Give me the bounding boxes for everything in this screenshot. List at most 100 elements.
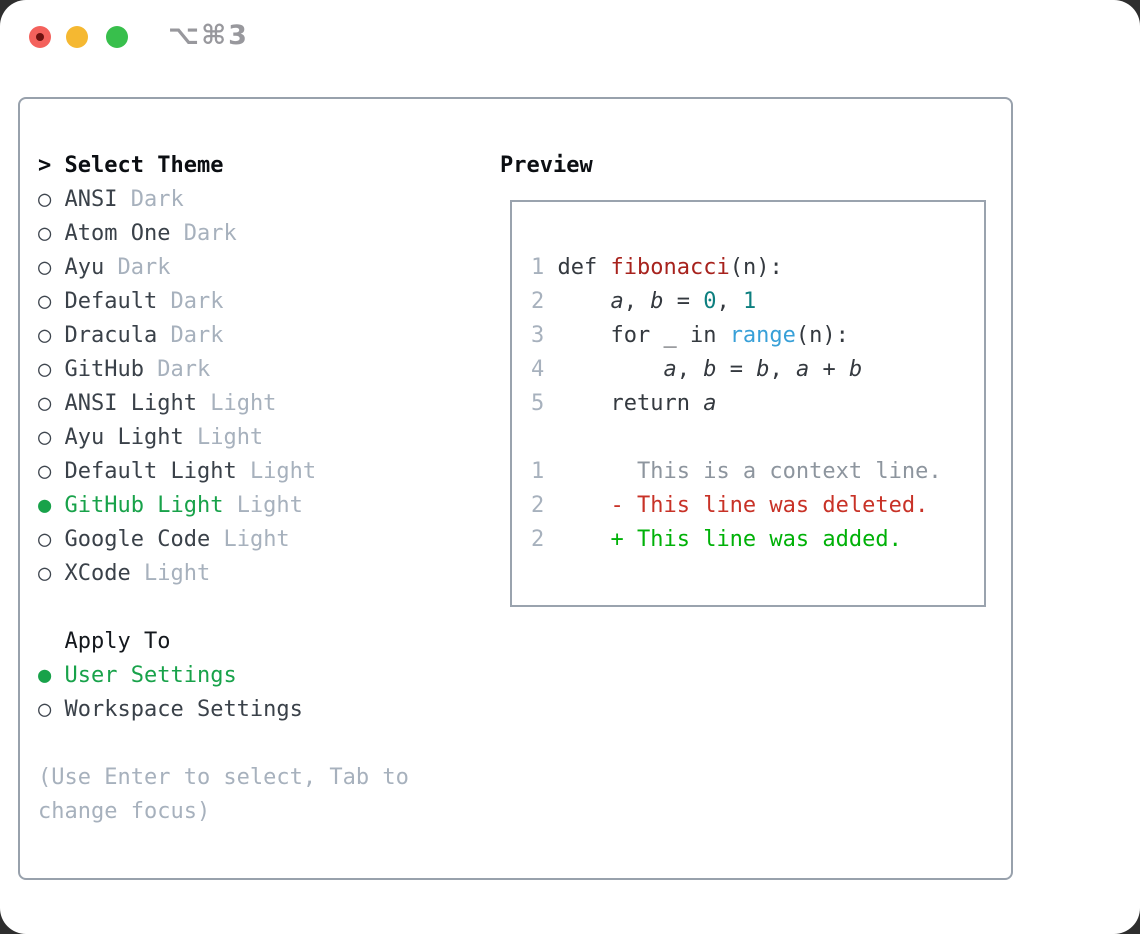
theme-option-github[interactable]: ○ GitHub Dark	[38, 353, 482, 387]
radio-selected-icon: ●	[38, 663, 65, 688]
theme-name: GitHub	[64, 357, 158, 382]
apply-option-workspace-settings[interactable]: ○ Workspace Settings	[38, 693, 482, 727]
token-var: b	[650, 289, 664, 314]
code-line: 1 def fibonacci(n):	[531, 251, 984, 285]
radio-icon: ○	[38, 289, 65, 314]
theme-picker-panel: > Select Theme ○ ANSI Dark○ Atom One Dar…	[18, 97, 1013, 880]
apply-to-header-label: Apply To	[64, 629, 171, 654]
token: return	[557, 391, 704, 416]
theme-name: Default Light	[64, 459, 250, 484]
apply-option-user-settings[interactable]: ● User Settings	[38, 659, 482, 693]
theme-variant-tag: Light	[223, 527, 290, 552]
radio-icon: ○	[38, 527, 65, 552]
radio-icon: ○	[38, 255, 65, 280]
token-ctx: This is a context line.	[557, 459, 942, 484]
token: =	[716, 357, 757, 382]
theme-name: Ayu	[64, 255, 118, 280]
token	[558, 289, 611, 314]
token-add: + This line was added.	[557, 527, 902, 552]
preview-header: Preview	[500, 149, 986, 183]
theme-variant-tag: Dark	[170, 323, 224, 348]
close-button[interactable]	[29, 26, 51, 48]
theme-option-default[interactable]: ○ Default Dark	[38, 285, 482, 319]
theme-variant-tag: Light	[236, 493, 303, 518]
help-text: (Use Enter to select, Tab to change focu…	[38, 765, 409, 824]
theme-option-default-light[interactable]: ○ Default Light Light	[38, 455, 482, 489]
token	[558, 357, 664, 382]
code-line: 4 a, b = b, a + b	[531, 353, 984, 387]
theme-variant-tag: Light	[143, 561, 211, 586]
code-line: 5 return a	[531, 387, 984, 421]
theme-name: Google Code	[64, 527, 224, 552]
radio-icon: ○	[38, 323, 65, 348]
line-number: 1	[531, 255, 558, 280]
token: for _ in	[557, 323, 730, 348]
token: ,	[623, 289, 651, 314]
minimize-button[interactable]	[66, 26, 88, 48]
token: =	[663, 289, 704, 314]
theme-option-xcode[interactable]: ○ XCode Light	[38, 557, 482, 591]
select-theme-header: > Select Theme	[38, 149, 482, 183]
line-number: 2	[531, 493, 558, 518]
token-var: b	[848, 357, 863, 382]
theme-option-google-code[interactable]: ○ Google Code Light	[38, 523, 482, 557]
radio-icon: ○	[38, 425, 65, 450]
apply-option-label: User Settings	[64, 663, 237, 688]
token: ,	[716, 289, 743, 314]
line-number: 4	[531, 357, 558, 382]
token-num: 0	[703, 289, 717, 314]
zoom-button[interactable]	[106, 26, 128, 48]
token: ,	[676, 357, 704, 382]
token-var: a	[703, 391, 717, 416]
theme-name: Atom One	[64, 221, 184, 246]
line-number: 3	[531, 323, 558, 348]
theme-variant-tag: Light	[249, 459, 317, 484]
theme-variant-tag: Light	[210, 391, 277, 416]
radio-icon: ○	[38, 697, 65, 722]
token-num: 1	[742, 289, 757, 314]
token: (n):	[729, 255, 783, 280]
theme-option-ayu-light[interactable]: ○ Ayu Light Light	[38, 421, 482, 455]
blank-line	[531, 421, 984, 455]
blank-line	[38, 591, 482, 625]
theme-name: ANSI	[64, 187, 131, 212]
radio-selected-icon: ●	[38, 493, 65, 518]
theme-name: Ayu Light	[64, 425, 197, 450]
theme-option-ansi[interactable]: ○ ANSI Dark	[38, 183, 482, 217]
line-number: 2	[531, 289, 558, 314]
theme-variant-tag: Dark	[157, 357, 211, 382]
select-theme-header-label: Select Theme	[64, 153, 224, 178]
theme-option-github-light[interactable]: ● GitHub Light Light	[38, 489, 482, 523]
preview-column: Preview 1 def fibonacci(n): 2 a, b = 0, 1…	[500, 149, 986, 607]
preview-box: 1 def fibonacci(n): 2 a, b = 0, 1 3 for _ …	[510, 200, 986, 607]
unsaved-indicator-dot	[36, 33, 44, 41]
token-var: a	[795, 357, 810, 382]
token: (n):	[795, 323, 849, 348]
radio-icon: ○	[38, 357, 65, 382]
token: ,	[769, 357, 796, 382]
apply-option-label: Workspace Settings	[64, 697, 303, 722]
code-line: 3 for _ in range(n):	[531, 319, 984, 353]
diff-line: 2 + This line was added.	[531, 523, 984, 557]
theme-variant-tag: Dark	[130, 187, 184, 212]
theme-variant-tag: Dark	[117, 255, 171, 280]
preview-header-label: Preview	[500, 153, 593, 178]
token-var: a	[663, 357, 677, 382]
theme-option-atom-one[interactable]: ○ Atom One Dark	[38, 217, 482, 251]
theme-name: XCode	[64, 561, 144, 586]
theme-option-ayu[interactable]: ○ Ayu Dark	[38, 251, 482, 285]
blank-line	[38, 727, 482, 761]
theme-name: Dracula	[64, 323, 171, 348]
theme-name: ANSI Light	[64, 391, 211, 416]
theme-option-ansi-light[interactable]: ○ ANSI Light Light	[38, 387, 482, 421]
apply-to-header: Apply To	[38, 625, 482, 659]
apply-to-list: ● User Settings○ Workspace Settings	[38, 659, 482, 727]
token-var: b	[756, 357, 770, 382]
radio-icon: ○	[38, 391, 65, 416]
theme-option-dracula[interactable]: ○ Dracula Dark	[38, 319, 482, 353]
diff-line: 2 - This line was deleted.	[531, 489, 984, 523]
line-number: 1	[531, 459, 558, 484]
line-number: 5	[531, 391, 558, 416]
prompt-icon: >	[38, 153, 52, 178]
